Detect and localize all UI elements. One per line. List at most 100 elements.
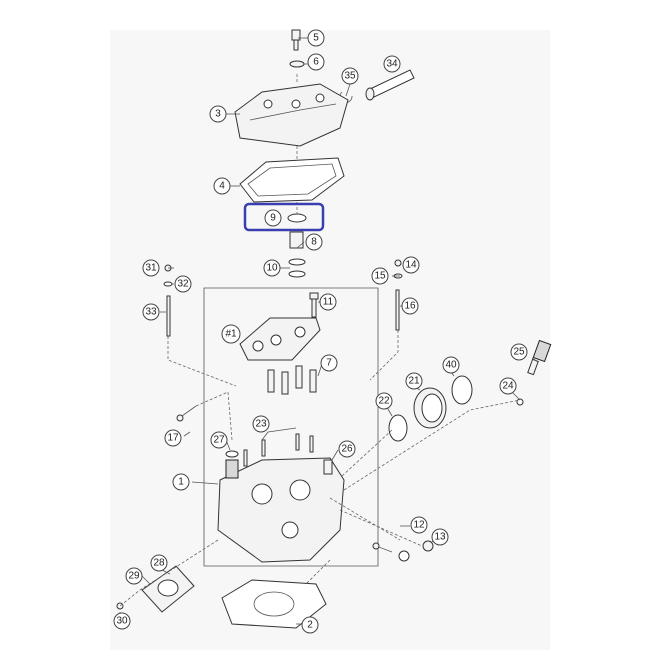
- assembly-lines: [119, 74, 521, 607]
- svg-text:14: 14: [405, 260, 417, 271]
- svg-text:12: 12: [413, 520, 425, 531]
- part-1-camshaft-carrier: [239, 317, 321, 361]
- svg-text:35: 35: [344, 71, 356, 82]
- svg-text:6: 6: [313, 57, 319, 68]
- svg-text:3: 3: [215, 109, 221, 120]
- callout-1-hash: #1: [221, 324, 241, 344]
- svg-text:21: 21: [408, 376, 420, 387]
- svg-text:31: 31: [145, 263, 157, 274]
- svg-text:13: 13: [434, 532, 446, 543]
- callout-1: 1: [172, 473, 190, 491]
- callout-8: 8: [305, 233, 323, 251]
- callout-13: 13: [431, 528, 449, 546]
- part-24-seal: [516, 398, 524, 406]
- part-5-screw: [291, 29, 301, 51]
- part-2-head-gasket: [221, 579, 327, 629]
- svg-text:40: 40: [445, 360, 457, 371]
- svg-text:25: 25: [513, 347, 525, 358]
- svg-text:5: 5: [313, 33, 319, 44]
- part-14-nut: [394, 259, 402, 267]
- part-13-nut: [422, 540, 434, 552]
- callout-15: 15: [371, 267, 389, 285]
- part-10-o-ring-b: [288, 270, 306, 278]
- callout-30: 30: [113, 612, 131, 630]
- highlight-box-part-9: [243, 202, 325, 232]
- callout-2: 2: [301, 616, 319, 634]
- callout-26: 26: [338, 440, 356, 458]
- svg-text:24: 24: [502, 381, 514, 392]
- callout-12: 12: [410, 516, 428, 534]
- part-34-hose: [365, 69, 415, 101]
- svg-text:15: 15: [374, 271, 386, 282]
- callout-14: 14: [402, 256, 420, 274]
- callout-29: 29: [125, 567, 143, 585]
- callout-31: 31: [142, 259, 160, 277]
- svg-text:33: 33: [145, 307, 157, 318]
- callout-33: 33: [142, 303, 160, 321]
- svg-text:1: 1: [178, 477, 184, 488]
- svg-text:8: 8: [311, 237, 317, 248]
- callout-9: 9: [264, 209, 282, 227]
- svg-text:32: 32: [177, 279, 189, 290]
- part-17-screw: [176, 405, 197, 422]
- part-11-screw: [309, 292, 319, 318]
- callout-3: 3: [209, 105, 227, 123]
- part-10-o-ring-a: [288, 258, 306, 266]
- callout-17: 17: [164, 429, 182, 447]
- part-12-washer: [398, 550, 410, 562]
- svg-text:23: 23: [255, 419, 267, 430]
- part-23-screws: [243, 433, 314, 467]
- svg-text:27: 27: [213, 435, 225, 446]
- part-26-plug: [323, 459, 333, 475]
- callout-4: 4: [213, 177, 231, 195]
- svg-text:2: 2: [307, 620, 313, 631]
- part-3-valve-cover: [234, 83, 349, 147]
- part-40-clamp: [451, 375, 473, 405]
- callout-32: 32: [174, 275, 192, 293]
- svg-text:4: 4: [219, 181, 225, 192]
- part-16-stud: [395, 289, 400, 331]
- diagram-background: [110, 30, 550, 650]
- svg-text:34: 34: [386, 59, 398, 70]
- svg-text:16: 16: [404, 301, 416, 312]
- svg-text:28: 28: [153, 558, 165, 569]
- part-4-gasket: [239, 157, 345, 203]
- callout-labels: 5 6 34 35 3 4 9 8 10 31 32 33 14 15 16 1…: [113, 29, 528, 634]
- part-33-stud: [166, 295, 171, 337]
- svg-text:26: 26: [341, 444, 353, 455]
- svg-text:10: 10: [266, 263, 278, 274]
- part-4-gasket-inner: [247, 163, 337, 197]
- svg-text:30: 30: [116, 616, 128, 627]
- callout-23: 23: [252, 415, 270, 433]
- part-1-cylinder-head: [217, 457, 345, 563]
- callout-27: 27: [210, 431, 228, 449]
- callout-10: 10: [263, 259, 281, 277]
- svg-text:22: 22: [378, 396, 390, 407]
- part-27-sleeve: [225, 450, 239, 458]
- svg-text:7: 7: [326, 358, 332, 369]
- part-7-valves: [267, 365, 317, 395]
- assembly-frame: [203, 287, 379, 567]
- part-12-bolt: [372, 542, 393, 553]
- callout-6: 6: [307, 53, 325, 71]
- part-8-plug: [289, 231, 304, 249]
- callout-28: 28: [150, 554, 168, 572]
- callout-24: 24: [499, 377, 517, 395]
- svg-text:17: 17: [167, 433, 179, 444]
- part-9-o-ring: [287, 213, 307, 223]
- callout-35: 35: [341, 67, 359, 85]
- callout-21: 21: [405, 372, 423, 390]
- callout-25: 25: [510, 343, 528, 361]
- part-21-intake-flange: [413, 387, 447, 429]
- callout-22: 22: [375, 392, 393, 410]
- svg-text:11: 11: [323, 297, 334, 308]
- part-32-washer: [163, 281, 173, 287]
- part-22-clamp: [388, 414, 408, 442]
- svg-text:29: 29: [128, 571, 140, 582]
- part-6-washer: [289, 60, 305, 68]
- callout-16: 16: [401, 297, 419, 315]
- callout-11: 11: [319, 293, 337, 311]
- callout-40: 40: [442, 356, 460, 374]
- svg-text:9: 9: [270, 213, 276, 224]
